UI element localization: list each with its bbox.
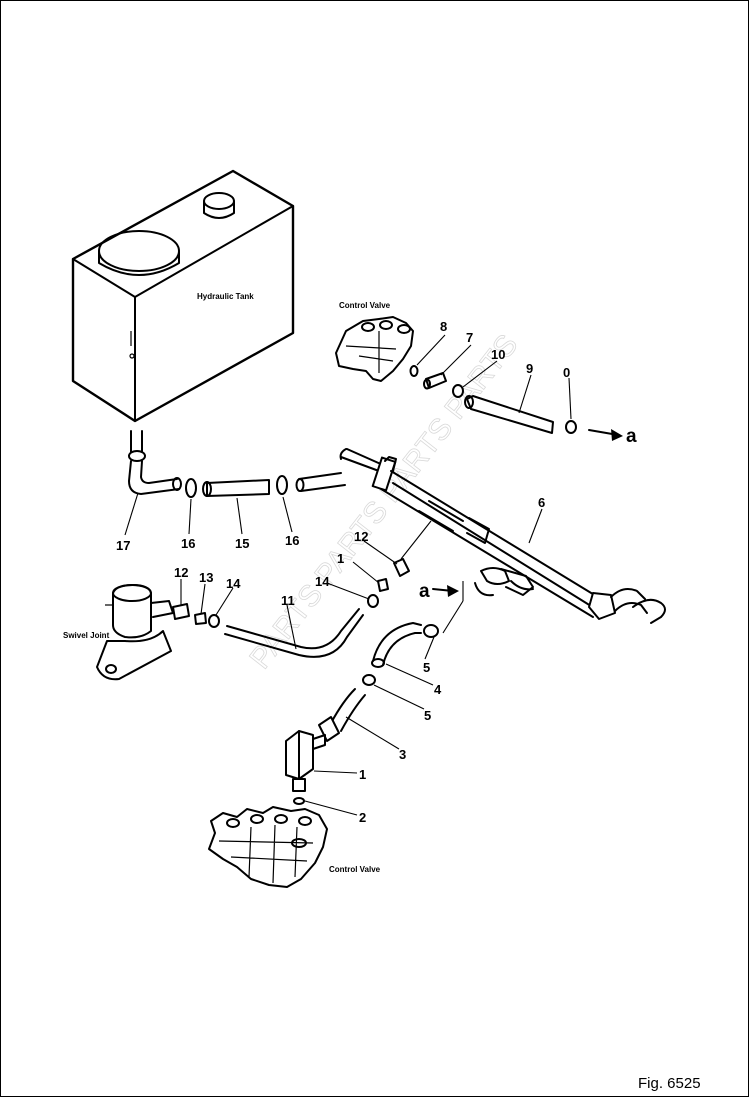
figure-number: Fig. 6525 (638, 1075, 701, 1092)
callout-5-lower: 5 (424, 708, 431, 723)
callout-7: 7 (466, 330, 473, 345)
callout-4: 4 (434, 682, 442, 697)
tank-pipe (295, 472, 346, 492)
elbow-adapter-1 (285, 730, 326, 792)
callout-16-left: 16 (181, 536, 195, 551)
clamp-14a (208, 614, 220, 628)
fitting-12a (172, 603, 190, 620)
hose-15 (202, 479, 270, 497)
o-ring-8 (409, 365, 419, 377)
callout-14-lower: 14 (226, 576, 241, 591)
control-valve-top-label: Control Valve (339, 301, 391, 310)
control-valve-bottom (208, 806, 328, 888)
hose-clamp-10a (452, 384, 464, 398)
callout-11: 11 (281, 593, 295, 608)
hose-clamp-10b (565, 420, 577, 434)
hose-clamp-16b (276, 475, 288, 495)
callout-numbers: 8 7 10 9 0 6 17 16 15 16 12 1 14 11 12 1… (116, 319, 570, 825)
clamp-5b (362, 674, 376, 686)
control-valve-bottom-label: Control Valve (329, 865, 381, 874)
callout-10-right: 0 (563, 365, 570, 380)
callout-12-upper: 12 (354, 529, 368, 544)
callout-9: 9 (526, 361, 533, 376)
elbow-fitting-7 (423, 372, 447, 390)
hose-9 (464, 395, 554, 434)
ref-letter-a-left: a (419, 581, 430, 602)
callout-3: 3 (399, 747, 406, 762)
fitting-12b (393, 558, 410, 577)
ref-letter-a-right: a (626, 426, 637, 447)
swivel-joint-label: Swivel Joint (63, 631, 110, 640)
clamp-5a (423, 624, 439, 638)
svg-text:PARTS PARTS PARTS PARTS: PARTS PARTS PARTS PARTS (244, 328, 525, 675)
swivel-joint (96, 584, 174, 681)
callout-2: 2 (359, 810, 366, 825)
callout-14-upper: 14 (315, 574, 330, 589)
ref-arrow-a-left (432, 585, 459, 597)
callout-13-upper: 1 (337, 551, 344, 566)
callout-8: 8 (440, 319, 447, 334)
callout-1: 1 (359, 767, 366, 782)
callout-13-lower: 13 (199, 570, 213, 585)
callout-17: 17 (116, 538, 130, 553)
hydraulic-tank-label: Hydraulic Tank (197, 292, 254, 301)
control-valve-top (335, 316, 414, 382)
pipe-assembly-6 (339, 448, 666, 624)
nipple-13a (194, 612, 207, 625)
watermark: PARTS PARTS PARTS PARTS (243, 328, 525, 675)
hose-4 (371, 622, 422, 668)
callout-10: 10 (491, 347, 505, 362)
callout-12-lower: 12 (174, 565, 188, 580)
callout-15: 15 (235, 536, 249, 551)
ref-arrow-a-right (588, 429, 623, 441)
hydraulic-tank (71, 169, 295, 423)
leader-lines (124, 334, 572, 816)
callout-6: 6 (538, 495, 545, 510)
hose-clamp-16a (185, 478, 197, 498)
clamp-14b (367, 594, 379, 608)
nipple-13b (377, 578, 389, 592)
elbow-fitting-17 (128, 430, 182, 495)
callout-16-right: 16 (285, 533, 299, 548)
o-ring-2 (293, 797, 305, 805)
callout-5-upper: 5 (423, 660, 430, 675)
hose-3 (318, 688, 366, 742)
hose-11 (224, 608, 364, 658)
